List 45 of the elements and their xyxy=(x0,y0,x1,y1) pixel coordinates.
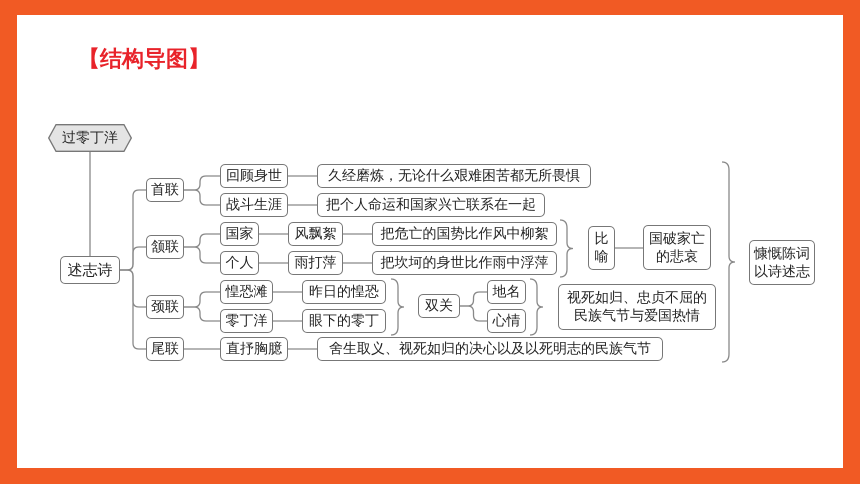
connector-line xyxy=(288,175,317,177)
connector-line xyxy=(184,348,220,350)
connector-line xyxy=(259,262,288,264)
heading: 【结构导图】 xyxy=(78,46,210,74)
concept-box: 视死如归、忠贞不屈的民族气节与爱国热情 xyxy=(558,284,716,330)
concept-box: 零丁洋 xyxy=(220,309,273,333)
topic-hexagon: 过零丁洋 xyxy=(48,124,132,152)
concept-box: 心情 xyxy=(487,309,526,333)
theme-box: 述志诗 xyxy=(60,256,120,284)
connector-line xyxy=(259,233,288,235)
concept-box: 战斗生涯 xyxy=(220,193,288,217)
concept-box: 国破家亡的悲哀 xyxy=(643,225,711,270)
concept-box: 颈联 xyxy=(146,295,184,319)
concept-box: 惶恐滩 xyxy=(220,280,273,304)
concept-box: 国家 xyxy=(220,222,259,246)
concept-box: 慷慨陈词以诗述志 xyxy=(749,240,815,285)
connector-line xyxy=(184,189,220,206)
connector-line xyxy=(273,320,302,322)
concept-box: 颔联 xyxy=(146,235,184,259)
connector-line xyxy=(184,246,220,264)
concept-box: 双关 xyxy=(418,294,460,318)
concept-box: 直抒胸臆 xyxy=(220,337,288,361)
concept-box: 风飘絮 xyxy=(288,222,343,246)
concept-box: 地名 xyxy=(487,280,526,304)
concept-box: 把个人命运和国家兴亡联系在一起 xyxy=(317,193,545,217)
connector-line xyxy=(184,306,220,322)
concept-box: 雨打萍 xyxy=(288,251,343,275)
connector-line xyxy=(615,247,643,249)
connector-line xyxy=(343,233,372,235)
concept-box: 把危亡的国势比作风中柳絮 xyxy=(372,222,557,246)
concept-box: 尾联 xyxy=(146,337,184,361)
connector-line xyxy=(343,262,372,264)
concept-box: 久经磨炼，无论什么艰难困苦都无所畏惧 xyxy=(317,164,591,188)
connector-line xyxy=(288,348,317,350)
concept-box: 昨日的惶恐 xyxy=(302,280,386,304)
concept-box: 眼下的零丁 xyxy=(302,309,386,333)
concept-box: 回顾身世 xyxy=(220,164,288,188)
connector-line xyxy=(89,152,91,256)
connector-line xyxy=(288,204,317,206)
concept-box: 个人 xyxy=(220,251,259,275)
concept-box: 舍生取义、视死如归的决心以及以死明志的民族气节 xyxy=(317,337,663,361)
concept-box: 首联 xyxy=(146,178,184,202)
connector-line xyxy=(273,291,302,293)
concept-box: 把坎坷的身世比作雨中浮萍 xyxy=(372,251,557,275)
concept-box: 比喻 xyxy=(588,226,615,270)
